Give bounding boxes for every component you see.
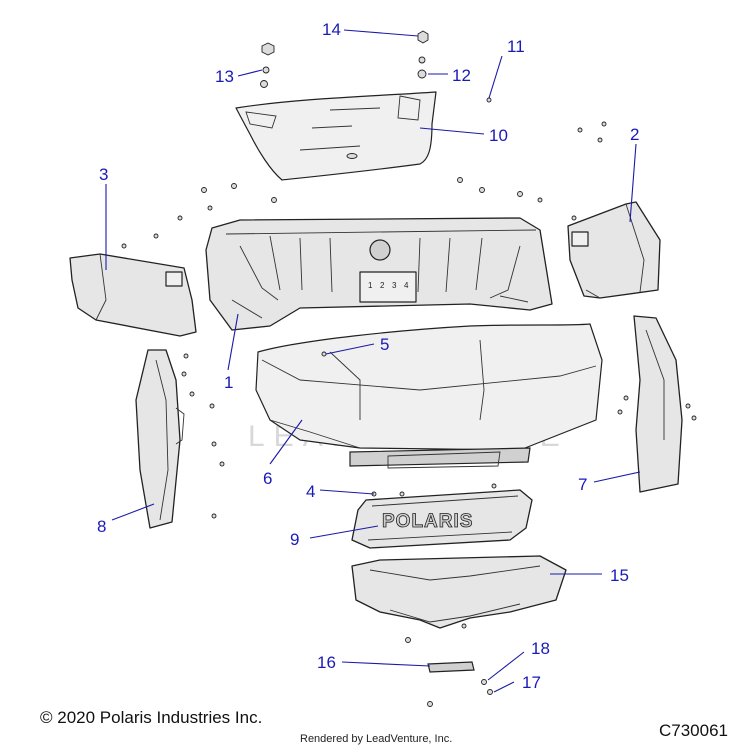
- part-right-fender: [633, 315, 683, 493]
- grille-logo: POLARIS: [382, 511, 473, 532]
- leader-lines: [105, 29, 641, 693]
- plate-digit-2: 2: [380, 281, 385, 290]
- part-lower-skid: [351, 555, 567, 629]
- callout-5: 5: [380, 335, 389, 354]
- callout-18: 18: [531, 639, 550, 658]
- callout-2: 2: [630, 125, 639, 144]
- callout-labels: 1 2 3 4 5 6 7 8 9 10 11 12 13 14 15 16 1…: [97, 20, 639, 692]
- part-hood-panel: [235, 91, 437, 181]
- plate-digit-1: 1: [368, 281, 373, 290]
- part-front-frame-panel: 1 2 3 4: [205, 217, 553, 331]
- callout-9: 9: [290, 530, 299, 549]
- part-left-fender: [135, 349, 185, 529]
- callout-17: 17: [522, 673, 541, 692]
- callout-6: 6: [263, 469, 272, 488]
- callout-12: 12: [452, 66, 471, 85]
- part-grille: POLARIS: [351, 489, 533, 549]
- callout-7: 7: [578, 475, 587, 494]
- part-lower-bar: [427, 661, 475, 673]
- callout-10: 10: [489, 126, 508, 145]
- part-right-side-panel: [567, 201, 661, 299]
- callout-15: 15: [610, 566, 629, 585]
- callout-13: 13: [215, 67, 234, 86]
- callout-14: 14: [322, 20, 341, 39]
- hardware-fasteners: [121, 121, 697, 707]
- callout-3: 3: [99, 165, 108, 184]
- plate-digit-3: 3: [392, 281, 397, 290]
- rendered-by-text: Rendered by LeadVenture, Inc.: [300, 733, 453, 745]
- callout-4: 4: [306, 482, 315, 501]
- callout-1: 1: [224, 373, 233, 392]
- part-left-side-panel: [69, 253, 197, 337]
- diagram-code: C730061: [659, 721, 729, 740]
- part-front-fascia-upper: [255, 323, 603, 469]
- callout-11: 11: [507, 37, 525, 56]
- copyright-text: © 2020 Polaris Industries Inc.: [40, 708, 263, 727]
- callout-16: 16: [317, 653, 336, 672]
- callout-8: 8: [97, 517, 106, 536]
- plate-digit-4: 4: [404, 281, 409, 290]
